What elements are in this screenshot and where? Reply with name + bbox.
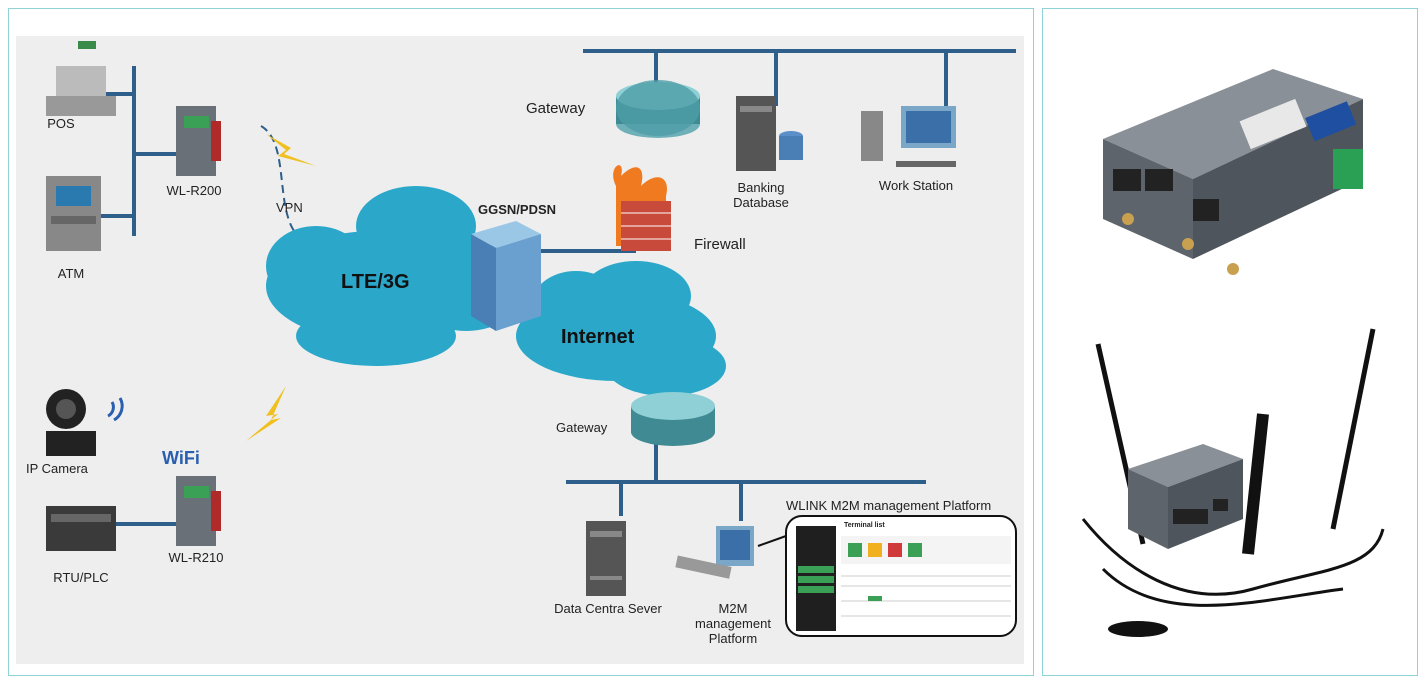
wl-r200-router-icon [176, 106, 221, 176]
wl-r200-label: WL-R200 [166, 183, 222, 198]
gateway-router-top [616, 80, 700, 138]
work-station-icon [861, 106, 956, 167]
firewall-label: Firewall [694, 236, 746, 253]
wlink-platform-callout [757, 515, 1017, 637]
data-center-server-icon [586, 521, 626, 596]
camera-signal-icon [107, 397, 124, 422]
banking-database-icon [736, 96, 803, 171]
wl-r210-label: WL-R210 [168, 550, 224, 565]
m2m-pc-icon [675, 526, 754, 579]
vpn-label: VPN [276, 200, 303, 215]
data-center-server-label: Data Centra Sever [554, 601, 662, 616]
router-product-photo-bottom [1081, 328, 1385, 637]
work-station-label: Work Station [878, 178, 954, 193]
product-photo-panel [1042, 8, 1418, 676]
router-photos [1081, 69, 1385, 637]
banking-database-label: Banking Database [733, 180, 789, 210]
wifi-label: WiFi [162, 448, 200, 468]
wl-r210-router-icon [176, 476, 221, 546]
rtu-plc-icon [46, 506, 116, 551]
firewall-icon [613, 165, 671, 251]
platform-screen-title: Terminal list [844, 522, 885, 529]
wireless-signal-icon-2 [246, 386, 286, 441]
internet-cloud [516, 261, 726, 396]
atm-label: ATM [57, 266, 85, 281]
gateway-top-label: Gateway [526, 100, 586, 117]
pos-terminal-icon [46, 41, 116, 116]
diagram-graphics [46, 41, 1017, 637]
internet-label: Internet [561, 326, 635, 348]
m2m-platform-label: M2M management Platform [695, 601, 771, 646]
lte-3g-label: LTE/3G [341, 271, 410, 293]
atm-icon [46, 176, 101, 251]
router-product-photo-top [1103, 69, 1363, 275]
diagram-canvas: POS ATM WL-R200 VPN LTE/3G GGSN/PDSN Gat… [16, 36, 1024, 664]
ggsn-pdsn-label: GGSN/PDSN [478, 202, 557, 217]
ggsn-pdsn-server [471, 221, 541, 331]
pos-label: POS [47, 116, 75, 131]
wlink-platform-title: WLINK M2M management Platform [786, 498, 992, 513]
rtu-plc-label: RTU/PLC [53, 570, 109, 585]
ip-camera-icon [46, 389, 96, 456]
wireless-signal-icon [266, 134, 316, 166]
ip-camera-label: IP Camera [26, 461, 88, 476]
gateway-router-bottom [631, 392, 715, 446]
gateway-bottom-label: Gateway [556, 420, 608, 435]
